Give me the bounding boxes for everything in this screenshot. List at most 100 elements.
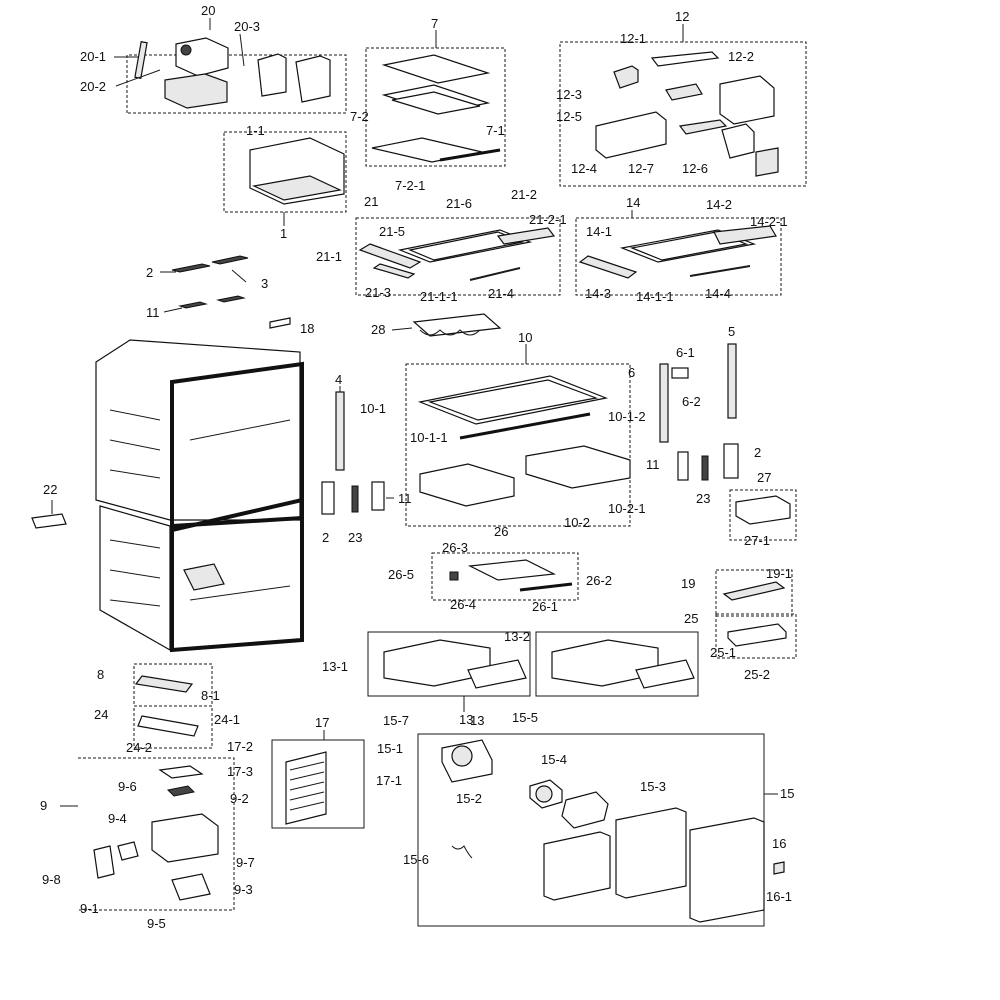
callout-12-1: 12-1 [620, 31, 646, 46]
callout-13-2: 13-2 [504, 629, 530, 644]
callout-2-top: 2 [146, 265, 153, 280]
right-rails: 6 6-1 6-2 5 2 11 23 [628, 324, 761, 506]
callout-8: 8 [97, 667, 104, 682]
callout-9-8: 9-8 [42, 872, 61, 887]
callout-9-5: 9-5 [147, 916, 166, 931]
group-7: 7 7-2 7-1 7-2-1 [350, 16, 506, 193]
part-22: 22 [31, 482, 67, 529]
callout-15: 15 [780, 786, 794, 801]
group-12: 12 12-1 12-2 12-3 12-5 12-4 12-7 12-6 [556, 9, 807, 187]
callout-15-1: 15-1 [377, 741, 403, 756]
callout-25: 25 [684, 611, 698, 626]
callout-1: 1 [280, 226, 287, 241]
group-14: 14 14-2 14-2-1 14-1 14-3 14-1-1 14-4 [575, 195, 788, 304]
callout-28: 28 [371, 322, 385, 337]
callout-19-1: 19-1 [766, 566, 792, 581]
group-27: 27 27-1 [729, 470, 797, 548]
callout-10-1-1: 10-1-1 [410, 430, 448, 445]
callout-15-7: 15-7 [383, 713, 409, 728]
callout-14-3: 14-3 [585, 286, 611, 301]
callout-7-1: 7-1 [486, 123, 505, 138]
callout-7-2-1: 7-2-1 [395, 178, 425, 193]
callout-25-1: 25-1 [710, 645, 736, 660]
top-vents: 2 3 11 18 [146, 255, 314, 336]
callout-27-1: 27-1 [744, 533, 770, 548]
callout-26-4: 26-4 [450, 597, 476, 612]
callout-10: 10 [518, 330, 532, 345]
callout-6: 6 [628, 365, 635, 380]
callout-7: 7 [431, 16, 438, 31]
callout-20-2: 20-2 [80, 79, 106, 94]
callout-12-7: 12-7 [628, 161, 654, 176]
callout-9-7: 9-7 [236, 855, 255, 870]
callout-17-1: 17-1 [376, 773, 402, 788]
callout-15-4: 15-4 [541, 752, 567, 767]
callout-15-6: 15-6 [403, 852, 429, 867]
callout-9-3: 9-3 [234, 882, 253, 897]
callout-11-right: 11 [646, 457, 660, 472]
callout-21-4: 21-4 [488, 286, 514, 301]
group-1: 1-1 1 [223, 123, 347, 241]
callout-23-left: 23 [348, 530, 362, 545]
callout-12-5: 12-5 [556, 109, 582, 124]
group-10: 10 10-1 10-1-1 10-1-2 10-2 10-2-1 26 [360, 330, 646, 539]
callout-26-1: 26-1 [532, 599, 558, 614]
callout-20-3: 20-3 [234, 19, 260, 34]
callout-11-top: 11 [146, 305, 160, 320]
group-26: 26-3 26-5 26-4 26-1 26-2 [388, 540, 612, 614]
group-25: 25 25-1 25-2 [684, 611, 797, 682]
callout-21-6: 21-6 [446, 196, 472, 211]
callout-20: 20 [201, 3, 215, 18]
callout-26-3: 26-3 [442, 540, 468, 555]
group-17: 17 17-2 17-3 17-1 [227, 715, 402, 829]
callout-9-6: 9-6 [118, 779, 137, 794]
callout-21-1-1: 21-1-1 [420, 289, 458, 304]
callout-2-right: 2 [754, 445, 761, 460]
callout-25-2: 25-2 [744, 667, 770, 682]
callout-18: 18 [300, 321, 314, 336]
callout-15-5: 15-5 [512, 710, 538, 725]
callout-3: 3 [261, 276, 268, 291]
callout-21: 21 [364, 194, 378, 209]
callout-24-1: 24-1 [214, 712, 240, 727]
callout-9-2: 9-2 [230, 791, 249, 806]
callout-21-5: 21-5 [379, 224, 405, 239]
callout-21-3: 21-3 [365, 285, 391, 300]
callout-13: 13 [459, 712, 473, 727]
callout-17: 17 [315, 715, 329, 730]
callout-2-left: 2 [322, 530, 329, 545]
callout-9: 9 [40, 798, 47, 813]
group-24: 24 24-1 24-2 [94, 705, 240, 755]
callout-19: 19 [681, 576, 695, 591]
callout-14-2-1: 14-2-1 [750, 214, 788, 229]
callout-12-2: 12-2 [728, 49, 754, 64]
callout-20-1: 20-1 [80, 49, 106, 64]
callout-26-5: 26-5 [388, 567, 414, 582]
callout-21-2: 21-2 [511, 187, 537, 202]
callout-1-1: 1-1 [246, 123, 265, 138]
group-21: 21 21-6 21-2 21-2-1 21-5 21-1 21-3 21-1-… [316, 187, 567, 304]
callout-21-1: 21-1 [316, 249, 342, 264]
callout-4: 4 [335, 372, 342, 387]
callout-6-1: 6-1 [676, 345, 695, 360]
callout-17-3: 17-3 [227, 764, 253, 779]
callout-13-1: 13-1 [322, 659, 348, 674]
callout-9-1: 9-1 [80, 901, 99, 916]
part-28: 28 [371, 313, 502, 337]
callout-26-label: 26 [494, 524, 508, 539]
callout-13-under: 13 [470, 713, 484, 728]
group-15: 15-7 13 15-5 15-1 15-4 15-3 15-2 15 15-6… [377, 710, 794, 927]
callout-14-2: 14-2 [706, 197, 732, 212]
callout-27: 27 [757, 470, 771, 485]
callout-12-4: 12-4 [571, 161, 597, 176]
callout-12: 12 [675, 9, 689, 24]
callout-16: 16 [772, 836, 786, 851]
callout-12-6: 12-6 [682, 161, 708, 176]
callout-10-2: 10-2 [564, 515, 590, 530]
callout-11-left: 11 [398, 491, 412, 506]
callout-26-2: 26-2 [586, 573, 612, 588]
group-20: 20 20-1 20-2 20-3 [80, 3, 347, 114]
group-19: 19 19-1 [681, 566, 793, 617]
callout-14-1-1: 14-1-1 [636, 289, 674, 304]
